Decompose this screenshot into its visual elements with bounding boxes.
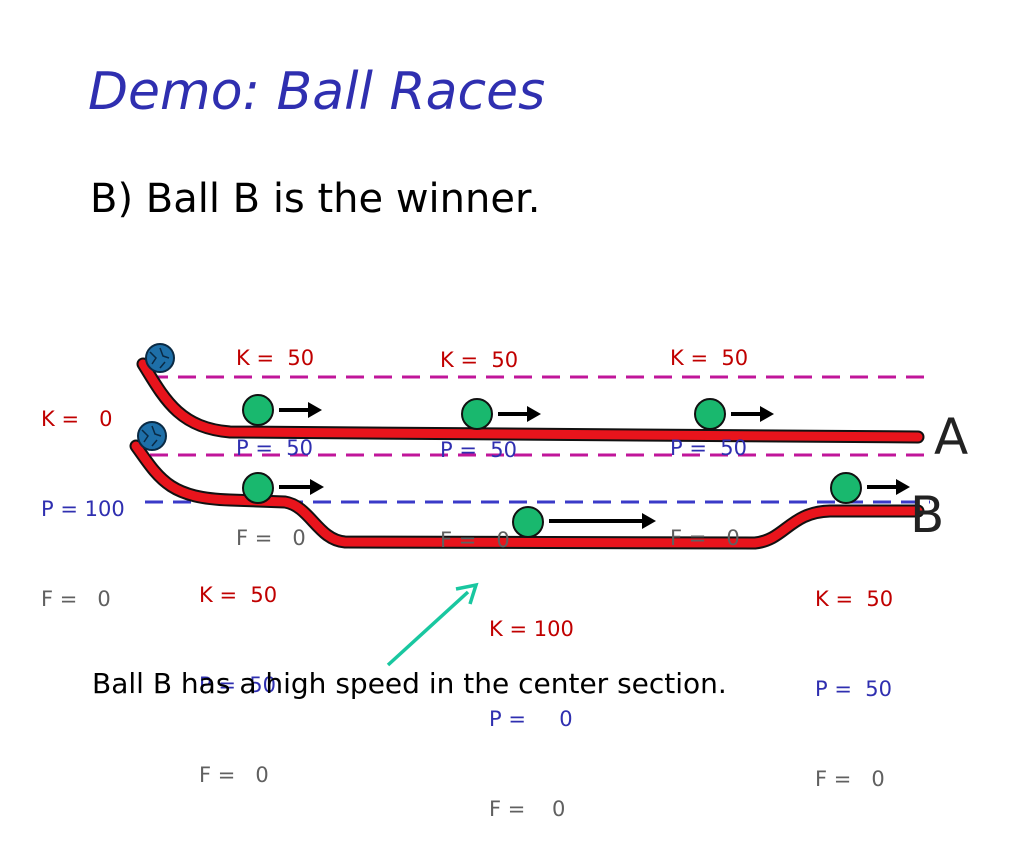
label-b-center: K = 100 P = 0 F = 0	[489, 554, 574, 854]
friction-loss: F = 0	[489, 797, 566, 821]
label-a3: K = 50 P = 50 F = 0	[670, 283, 748, 583]
kinetic-energy: K = 50	[815, 587, 894, 611]
friction-loss: F = 0	[41, 587, 111, 611]
ball-b-center	[512, 506, 656, 538]
label-b3: K = 50 P = 50 F = 0	[815, 524, 893, 824]
label-a2: K = 50 P = 50 F = 0	[440, 285, 518, 585]
kinetic-energy: K = 50	[236, 346, 315, 370]
potential-energy: P = 0	[489, 707, 573, 731]
ball-a2	[461, 398, 541, 430]
label-a1: K = 50 P = 50 F = 0	[236, 283, 314, 583]
kinetic-energy: K = 0	[41, 407, 113, 431]
kinetic-energy: K = 100	[489, 617, 574, 641]
friction-loss: F = 0	[440, 528, 510, 552]
slide-subtitle: B) Ball B is the winner.	[90, 176, 541, 222]
label-start: K = 0 P = 100 F = 0	[41, 344, 125, 644]
kinetic-energy: K = 50	[199, 583, 278, 607]
friction-loss: F = 0	[199, 763, 269, 787]
friction-loss: F = 0	[815, 767, 885, 791]
track-a-label: A	[934, 408, 969, 466]
potential-energy: P = 50	[199, 673, 277, 697]
potential-energy: P = 50	[670, 436, 748, 460]
start-ball-a	[145, 343, 175, 373]
potential-energy: P = 50	[236, 436, 314, 460]
slide-title: Demo: Ball Races	[88, 62, 546, 122]
friction-loss: F = 0	[670, 526, 740, 550]
ball-b1	[242, 472, 324, 504]
kinetic-energy: K = 50	[670, 346, 749, 370]
track-b-label: B	[910, 486, 945, 544]
potential-energy: P = 100	[41, 497, 125, 521]
potential-energy: P = 50	[815, 677, 893, 701]
ball-b3	[830, 472, 910, 504]
friction-loss: F = 0	[236, 526, 306, 550]
slide-footer: Ball B has a high speed in the center se…	[92, 667, 727, 700]
pointer-arrow	[386, 582, 479, 667]
kinetic-energy: K = 50	[440, 348, 519, 372]
ball-a3	[694, 398, 774, 430]
ball-race-diagram	[129, 343, 930, 667]
start-ball-b	[137, 421, 167, 451]
potential-energy: P = 50	[440, 438, 518, 462]
ball-a1	[242, 394, 322, 426]
